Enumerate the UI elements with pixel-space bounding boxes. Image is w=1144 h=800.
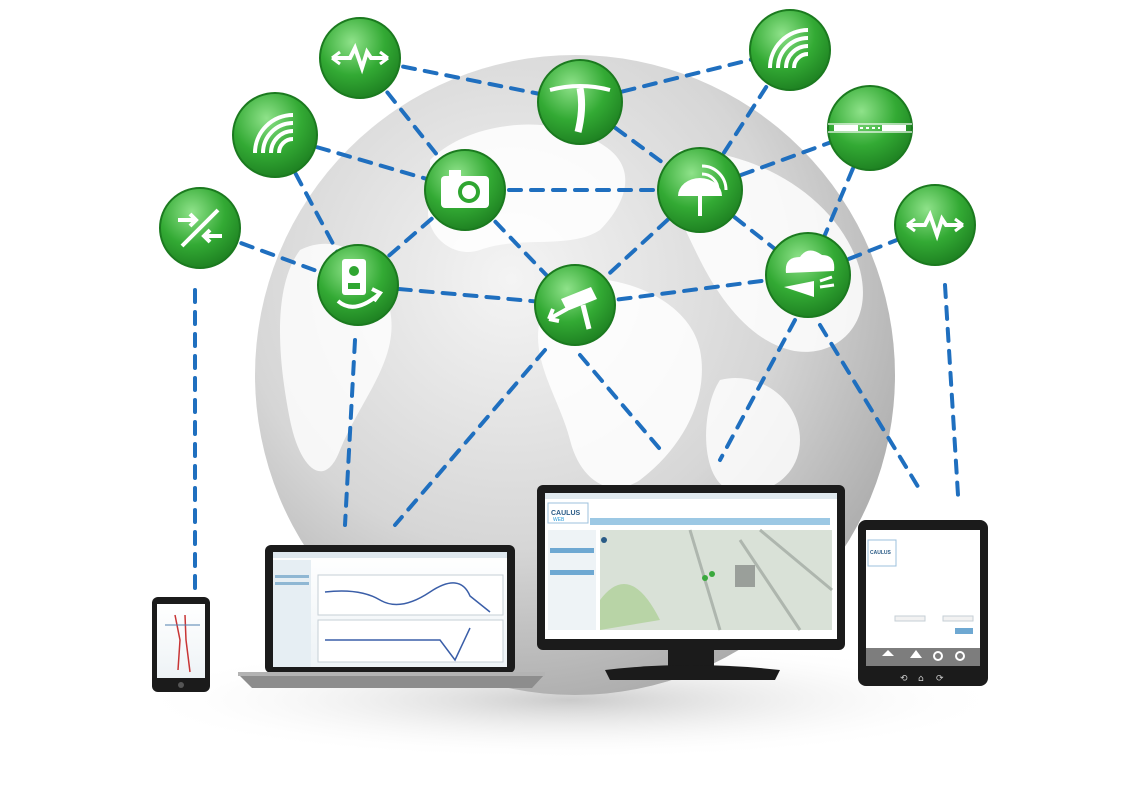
survey-prism-icon: [534, 264, 616, 346]
brand-logo-subtext: WEB: [553, 517, 565, 523]
tablet: CAULUS ⟲ ⌂ ⟳: [858, 520, 988, 686]
smartphone: [152, 597, 210, 692]
svg-text:⟲: ⟲: [900, 674, 908, 684]
continent-south: [706, 378, 800, 493]
weather-cloud-icon: [765, 232, 851, 318]
wifi-signal-icon: [232, 92, 318, 178]
wifi-signal-icon: [749, 9, 831, 91]
camera-icon: [424, 149, 506, 231]
transfer-arrows-icon: [159, 187, 241, 269]
inclinometer-device-icon: [317, 244, 399, 326]
radar-dome-icon: [657, 147, 743, 233]
sensor-icons: [159, 9, 976, 346]
tablet-brand-logo-text: CAULUS: [870, 550, 891, 556]
brand-logo-text: CAULUS: [551, 510, 580, 517]
borehole-icon: [537, 59, 623, 145]
desktop-monitor: CAULUS WEB: [537, 485, 845, 680]
waveform-icon: [894, 184, 976, 266]
laptop: [238, 545, 545, 688]
svg-text:⟳: ⟳: [936, 674, 944, 684]
waveform-icon: [319, 17, 401, 99]
joint-gauge-icon: [827, 85, 913, 171]
svg-text:⌂: ⌂: [918, 674, 924, 684]
